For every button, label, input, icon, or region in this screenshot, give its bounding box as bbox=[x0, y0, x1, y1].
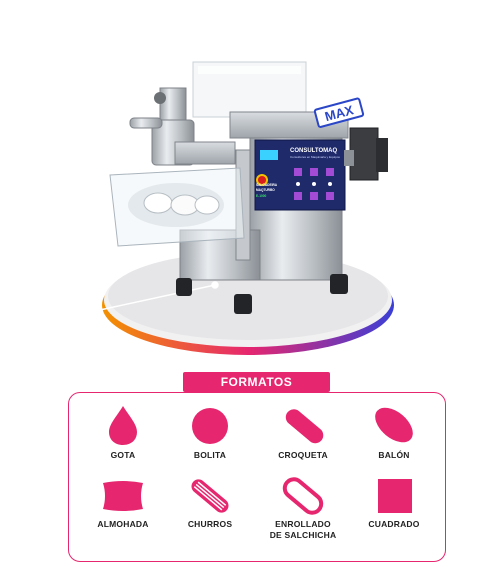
max-badge: MAX bbox=[313, 97, 365, 128]
brand-tagline: Consultores en Maquinaria y Equipos bbox=[290, 155, 340, 159]
ball-football-shape-icon bbox=[375, 407, 413, 443]
format-label: CHURROS bbox=[187, 519, 233, 529]
format-label: BALÓN bbox=[378, 450, 410, 460]
motor bbox=[344, 127, 388, 181]
format-label: ENROLLADO DE SALCHICHA bbox=[269, 519, 337, 540]
format-item-croqueta: CROQUETA bbox=[256, 404, 350, 461]
formats-panel bbox=[68, 392, 446, 562]
format-item-balon: BALÓN bbox=[347, 404, 441, 461]
ball-shape-icon bbox=[192, 408, 228, 444]
model-line-2: MAQTURBO bbox=[256, 188, 275, 192]
format-label: BOLITA bbox=[193, 450, 227, 460]
machine-feet bbox=[176, 274, 348, 314]
badge-label: MAX bbox=[323, 102, 355, 124]
square-shape-icon bbox=[378, 479, 412, 513]
format-item-enrollado-de-salchicha: ENROLLADO DE SALCHICHA bbox=[256, 477, 350, 541]
brand-name: CONSULTOMAQ bbox=[290, 148, 337, 154]
format-label: GOTA bbox=[110, 450, 136, 460]
extruder-head bbox=[129, 87, 236, 166]
sausage-roll-shape-icon bbox=[282, 477, 324, 515]
pillow-shape-icon bbox=[103, 481, 143, 511]
drop-shape-icon bbox=[109, 406, 137, 445]
format-item-gota: GOTA bbox=[76, 404, 170, 461]
croquette-shape-icon bbox=[285, 409, 324, 444]
machine-illustration: CONSULTOMAQ Consultores en Maquinaria y … bbox=[102, 61, 394, 355]
front-acrylic-guard bbox=[109, 167, 245, 247]
format-item-churros: CHURROS bbox=[163, 477, 257, 530]
model-line-1: SALGADEIRA bbox=[256, 183, 278, 187]
top-acrylic-cover bbox=[192, 61, 307, 118]
format-item-almohada: ALMOHADA bbox=[76, 477, 170, 530]
format-item-bolita: BOLITA bbox=[163, 404, 257, 461]
format-label: CROQUETA bbox=[278, 450, 328, 460]
model-line-3: E-1000 bbox=[256, 194, 267, 198]
format-item-cuadrado: CUADRADO bbox=[347, 477, 441, 530]
churros-shape-icon bbox=[191, 479, 229, 513]
formats-title: FORMATOS bbox=[183, 372, 330, 392]
format-label: ALMOHADA bbox=[97, 519, 149, 529]
format-label: CUADRADO bbox=[368, 519, 420, 529]
